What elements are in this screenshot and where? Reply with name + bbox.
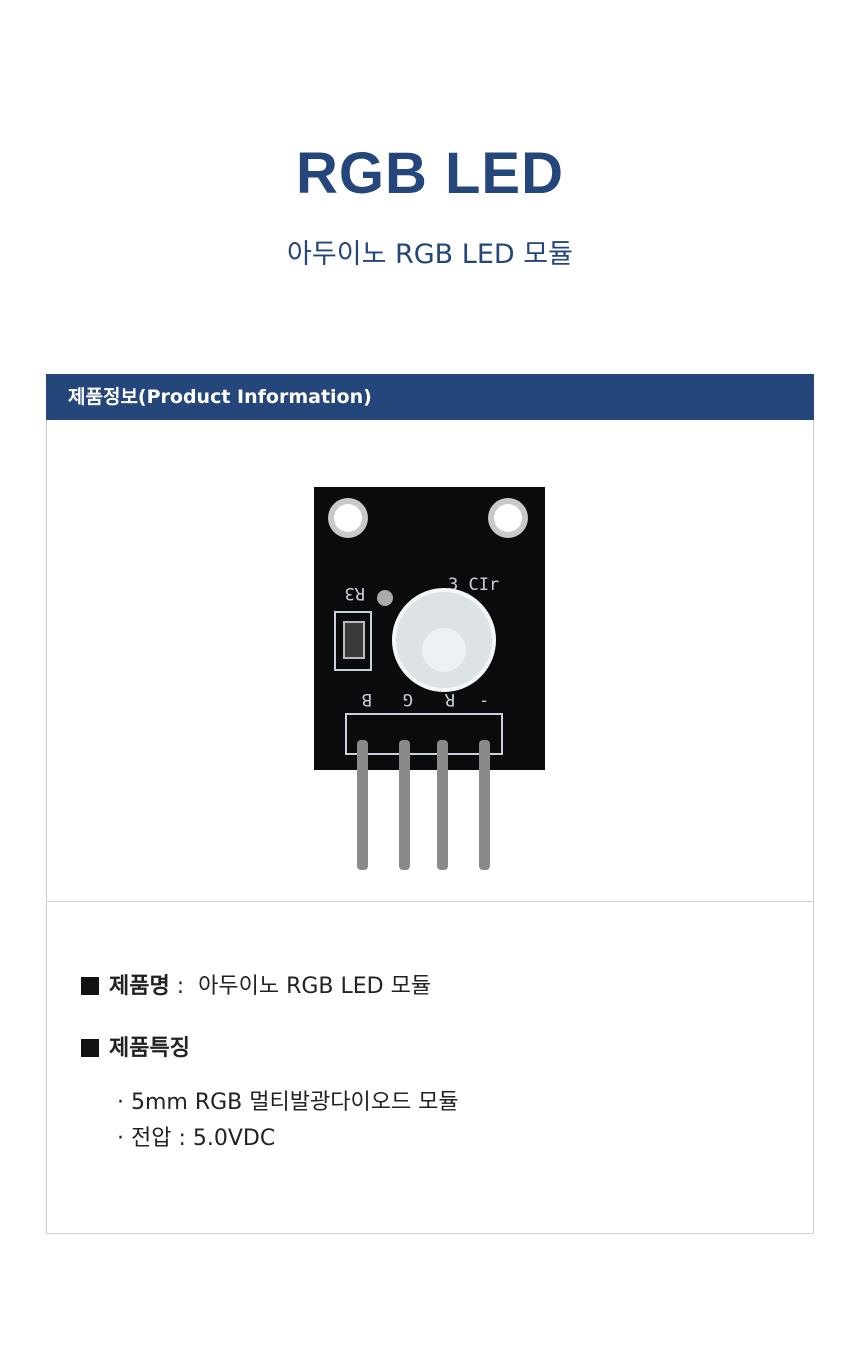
feature-item: · 5mm RGB 멀티발광다이오드 모듈: [117, 1090, 459, 1115]
svg-text:-: -: [479, 691, 489, 711]
separator: :: [169, 974, 192, 999]
features-heading-row: 제품특징: [81, 1030, 190, 1062]
svg-text:R: R: [444, 689, 455, 709]
svg-text:B: B: [362, 689, 372, 709]
svg-text:G: G: [403, 689, 413, 709]
rgb-led-module-image: R3 3_CIr B G R -: [314, 487, 545, 870]
page-subtitle: 아두이노 RGB LED 모듈: [287, 239, 573, 270]
feature-item: · 전압 : 5.0VDC: [117, 1126, 276, 1151]
product-info-box: 제품정보(Product Information) R3 3_CIr B G R…: [46, 374, 814, 1234]
product-name-row: 제품명 : 아두이노 RGB LED 모듈: [81, 968, 431, 1000]
svg-text:3_CIr: 3_CIr: [448, 575, 499, 595]
product-name-value: 아두이노 RGB LED 모듈: [198, 974, 432, 999]
silkscreen-r3: R3: [345, 583, 365, 603]
product-info-heading: 제품정보(Product Information): [46, 374, 814, 420]
square-bullet-icon: [81, 1039, 99, 1057]
features-label: 제품특징: [109, 1036, 190, 1061]
square-bullet-icon: [81, 977, 99, 995]
product-image: R3 3_CIr B G R -: [47, 420, 813, 902]
product-name-label: 제품명: [109, 974, 170, 999]
page-title: RGB LED: [296, 141, 564, 206]
